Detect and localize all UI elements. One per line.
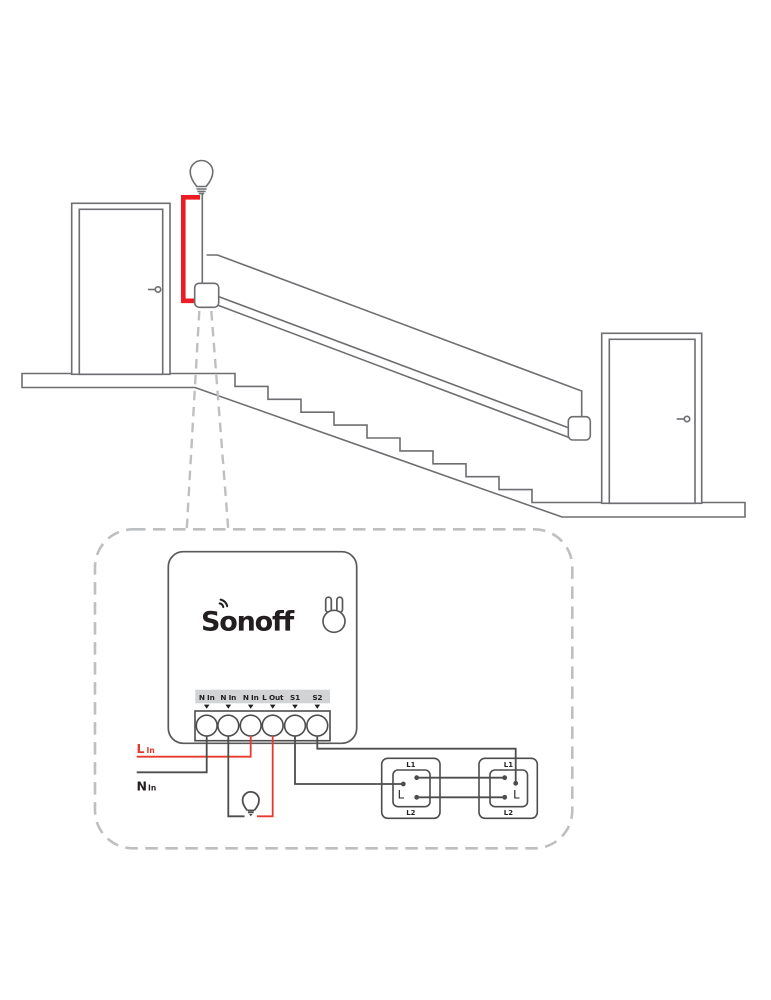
terminal-arrows [203,704,321,709]
switch-terminal-label-l2: L2 [406,809,415,817]
staircase-scene [21,159,746,518]
switch-rocker [489,769,529,808]
switch-terminal-label-l2: L2 [504,809,513,817]
lamp-live-wire [257,736,274,818]
stair-switch-box-top [193,282,220,309]
handrail-rail-upper [204,290,570,429]
terminal-screw [239,714,262,737]
arrow-down-icon [314,704,321,709]
live-in-label: L In [137,741,155,756]
terminal-screws [195,714,329,737]
arrow-down-icon [292,704,298,709]
neutral-in-wire [136,736,208,774]
arrow-down-icon [247,704,254,709]
arrow-down-icon [203,704,210,709]
switch-terminal-label-l1: L1 [406,761,415,769]
handrail [204,254,583,439]
terminal-label: N In [199,693,215,702]
callout-line-right [210,310,230,531]
arrow-down-icon [269,704,276,709]
light-bulb-icon [189,159,214,188]
terminal-screw [306,714,329,737]
callout-panel [93,527,574,850]
switch-common-label: L [398,787,405,801]
ceiling-lamp [189,159,214,195]
switch-common-label: L [513,787,520,801]
terminal-screw [261,714,284,737]
upper-door [70,202,171,376]
live-in-wire [136,736,252,758]
live-word: In [147,746,155,755]
handrail-rail-lower [211,302,570,439]
live-wire-run [181,195,200,304]
hanging-loop-icon [322,596,346,634]
door-panel [608,338,696,505]
wiring: L In N In [136,736,517,818]
terminal-label: L Out [262,693,284,702]
wifi-icon [218,598,229,609]
terminal-screw [195,714,218,737]
bulb-socket [247,809,255,814]
lower-door [600,332,703,505]
switch-terminal-label-l1: L1 [504,761,513,769]
neutral-word: In [148,784,156,793]
door-handle-knob [683,415,691,423]
bulb-socket [196,185,207,195]
neutral-in-label: N In [137,779,157,794]
lamp-neutral-wire [227,736,245,818]
callout-line-left [185,310,201,531]
lamp-symbol [241,791,260,817]
neutral-letter: N [137,779,147,794]
stair-switch-box-bottom [567,415,592,441]
terminal-screw [217,714,240,737]
bulb-tip [249,814,253,817]
wall-switch-2: L1 L2 L [478,757,539,820]
terminal-label: S1 [290,693,300,702]
terminal-label-bar [195,689,330,704]
sonoff-wordmark: Sonoff [201,607,295,638]
staircase [21,372,746,518]
sonoff-device: Sonoff N In N In N In L Out S1 S2 [167,550,358,745]
s1-wire [294,736,404,785]
wall-switch-1: L1 L2 L [380,757,441,820]
light-bulb-icon [241,791,260,811]
s2-wire [316,736,517,784]
terminal-screw [283,714,307,737]
terminal-label: N In [220,693,236,702]
terminal-label: S2 [312,693,322,702]
door-panel [78,208,164,376]
arrow-down-icon [225,704,232,709]
live-letter: L [137,741,145,756]
door-handle-knob [154,285,162,293]
handrail-top-line [206,254,583,417]
terminal-label: N In [243,693,259,702]
callout [93,310,574,850]
